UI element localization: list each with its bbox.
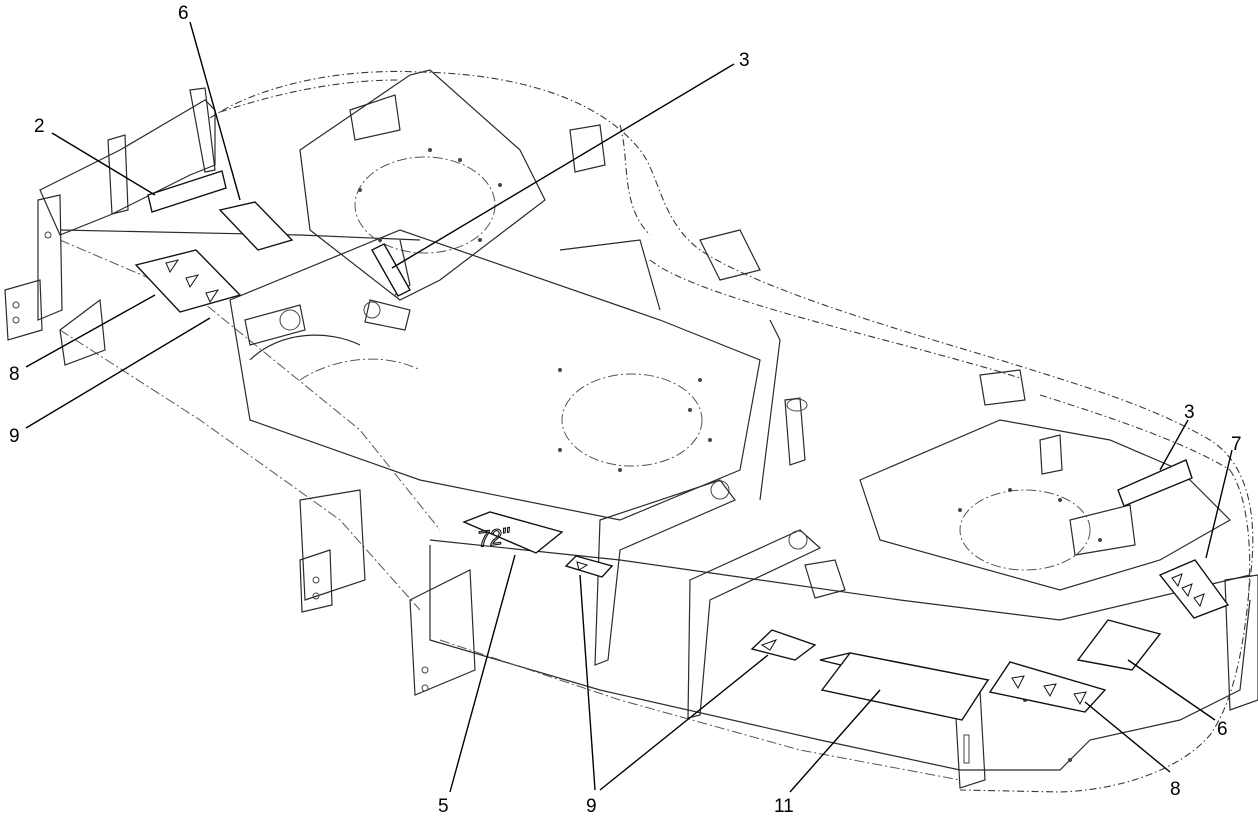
deck-outline	[209, 70, 1254, 793]
leader-9b-left	[579, 574, 596, 791]
decal-5-size: 72"	[462, 511, 564, 554]
leader-2	[51, 132, 156, 196]
callout-5: 5	[438, 796, 449, 817]
callout-6-top: 6	[178, 3, 189, 24]
callout-8-right: 8	[1170, 779, 1181, 800]
leader-6b	[1127, 659, 1216, 721]
callout-labels: 2 6 3 8 9 3 7 6 8 5 9 11	[9, 3, 1242, 817]
leader-9b-right	[599, 654, 769, 791]
callout-11: 11	[774, 796, 794, 817]
callout-6-right: 6	[1217, 719, 1228, 740]
decal-6-right	[1076, 619, 1162, 671]
size-decal-text: 72"	[476, 523, 513, 552]
decal-9-front-right	[750, 629, 817, 661]
leader-7	[1205, 449, 1233, 559]
callout-3-top: 3	[739, 50, 750, 71]
decal-8-left	[134, 249, 242, 313]
callout-8-left: 8	[9, 364, 20, 385]
leader-3a	[391, 63, 735, 269]
leader-8a	[25, 294, 156, 368]
decal-9-front	[564, 555, 614, 578]
decal-11-face	[820, 652, 990, 721]
decals: 72"	[134, 170, 1230, 721]
decal-2	[147, 170, 227, 213]
decal-8-right	[988, 661, 1107, 713]
decal-6-left	[218, 201, 294, 251]
decal-7	[1158, 559, 1230, 619]
callout-3-right: 3	[1184, 402, 1195, 423]
leader-11	[789, 689, 881, 793]
leader-9a	[25, 317, 211, 429]
leader-lines	[25, 21, 1233, 793]
leader-3b	[1159, 419, 1189, 471]
decal-3-right	[1117, 459, 1193, 507]
left-frame	[4, 87, 441, 613]
right-frame	[859, 369, 1231, 591]
leader-5	[449, 554, 516, 793]
leader-6a	[189, 21, 241, 201]
leader-8b	[1084, 701, 1171, 773]
callout-9-left: 9	[9, 426, 20, 447]
center-frame	[229, 69, 808, 521]
callout-2: 2	[34, 116, 45, 137]
callout-9-bottom: 9	[586, 796, 597, 817]
decal-3-left	[371, 243, 411, 297]
callout-7: 7	[1231, 434, 1242, 455]
